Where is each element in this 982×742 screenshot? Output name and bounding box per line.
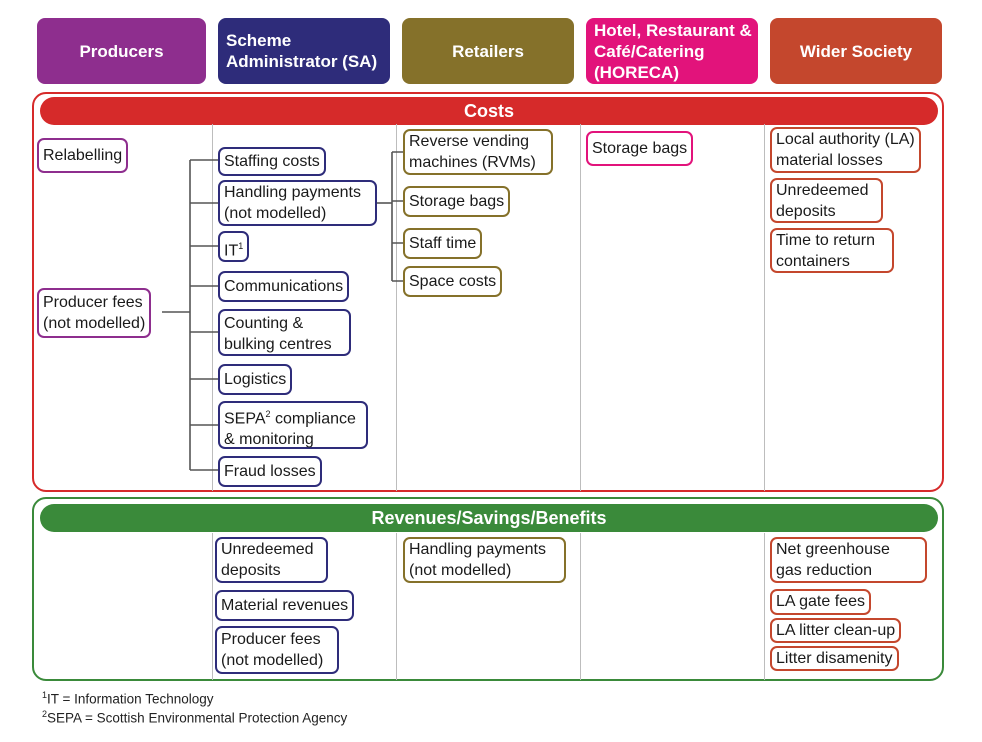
rev-la-gate-fees: LA gate fees	[770, 589, 871, 615]
costs-banner: Costs	[40, 97, 938, 125]
costs-title: Costs	[463, 100, 514, 121]
footnote-it-text: IT = Information Technology	[47, 691, 214, 707]
cost-time-to-return: Time to return containers	[770, 228, 894, 273]
rev-la-litter-cleanup: LA litter clean-up	[770, 618, 902, 643]
divider-4-costs	[764, 124, 765, 491]
header-horeca: Hotel, Restaurant & Café/Catering (HOREC…	[586, 18, 758, 84]
rev-unredeemed-deposits: Unredeemed deposits	[215, 537, 328, 583]
cost-it: IT1	[218, 231, 250, 262]
divider-3-costs	[580, 124, 581, 491]
cost-handling-payments: Handling payments (not modelled)	[218, 180, 377, 226]
divider-3-rev	[580, 533, 581, 680]
cost-producer-fees: Producer fees (not modelled)	[37, 288, 152, 338]
cost-counting-bulking: Counting & bulking centres	[218, 309, 351, 356]
cost-space-costs: Space costs	[403, 266, 503, 297]
footnote-it-sup: 1	[42, 690, 48, 700]
cost-storage-bags-horeca: Storage bags	[586, 131, 694, 166]
cost-unredeemed-deposits: Unredeemed deposits	[770, 178, 883, 223]
rev-handling-payments: Handling payments (not modelled)	[403, 537, 566, 583]
header-scheme-administrator: Scheme Administrator (SA)	[218, 18, 390, 84]
revenues-title: Revenues/Savings/Benefits	[371, 507, 607, 528]
cost-storage-bags-retail: Storage bags	[403, 186, 511, 217]
divider-1-rev	[212, 533, 213, 680]
footnote-sepa: 2SEPA = Scottish Environmental Protectio…	[42, 709, 347, 726]
cost-logistics: Logistics	[218, 364, 293, 395]
divider-2-rev	[396, 533, 397, 680]
cost-staffing: Staffing costs	[218, 147, 326, 176]
rev-litter-disamenity: Litter disamenity	[770, 646, 899, 671]
divider-1-costs	[212, 124, 213, 491]
header-horeca-label: Hotel, Restaurant & Café/Catering (HOREC…	[594, 20, 752, 82]
cost-fraud-losses: Fraud losses	[218, 456, 322, 487]
cost-la-material-losses: Local authority (LA) material losses	[770, 127, 921, 173]
rev-material-revenues: Material revenues	[215, 590, 355, 621]
cost-rvms: Reverse vending machines (RVMs)	[403, 129, 553, 175]
rev-net-ghg-reduction: Net greenhouse gas reduction	[770, 537, 927, 583]
cost-relabelling: Relabelling	[37, 138, 129, 173]
cost-it-label: IT	[224, 242, 239, 260]
cost-sepa-compliance: SEPA2 compliance & monitoring	[218, 401, 368, 449]
header-producers-label: Producers	[79, 41, 164, 61]
cost-staff-time: Staff time	[403, 228, 483, 259]
header-wider-society: Wider Society	[770, 18, 942, 84]
cost-communications: Communications	[218, 271, 350, 302]
cost-sepa-rest: compliance & monitoring	[224, 410, 356, 449]
header-wider-label: Wider Society	[799, 41, 913, 61]
header-producers: Producers	[37, 18, 206, 84]
footnote-sepa-text: SEPA = Scottish Environmental Protection…	[47, 710, 348, 726]
costs-section: Costs	[32, 92, 944, 492]
revenues-banner: Revenues/Savings/Benefits	[40, 504, 938, 532]
rev-producer-fees: Producer fees (not modelled)	[215, 626, 339, 674]
cost-sepa-label: SEPA	[224, 410, 266, 428]
header-retailers-label: Retailers	[452, 41, 524, 61]
footnote-sepa-sup: 2	[42, 709, 48, 719]
header-retailers: Retailers	[402, 18, 574, 84]
cost-sepa-sup: 2	[265, 409, 271, 419]
divider-2-costs	[396, 124, 397, 491]
header-sa-label: Scheme Administrator (SA)	[226, 31, 378, 71]
footnote-it: 1IT = Information Technology	[42, 690, 214, 707]
divider-4-rev	[764, 533, 765, 680]
revenues-section: Revenues/Savings/Benefits	[32, 497, 944, 681]
cost-it-sup: 1	[238, 241, 244, 251]
